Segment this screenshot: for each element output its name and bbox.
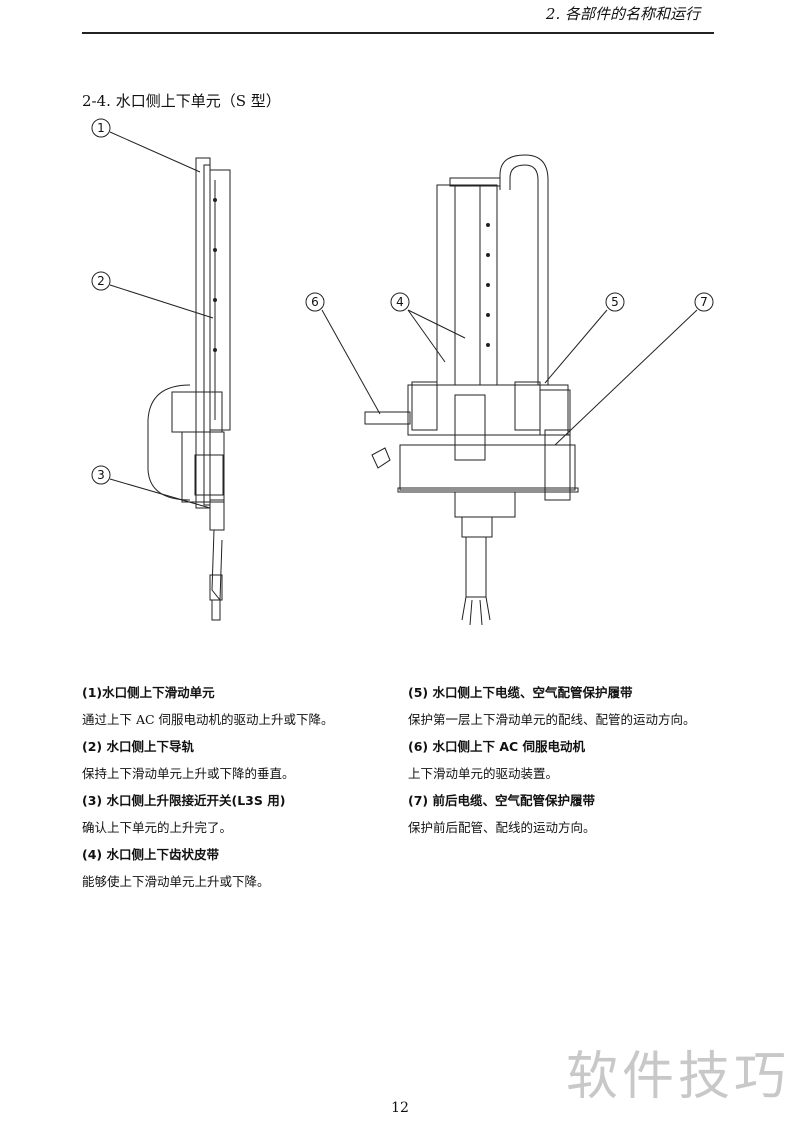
side-view-drawing	[147, 157, 231, 621]
item-5-heading: (5) 水口侧上下电缆、空气配管保护履带	[408, 685, 633, 700]
callout-text: 2	[97, 274, 105, 288]
callout-text: 7	[700, 295, 708, 309]
callout-5	[605, 292, 625, 312]
item-2-heading: (2) 水口侧上下导轨	[82, 739, 194, 754]
item-3-heading: (3) 水口侧上升限接近开关(L3S 用)	[82, 793, 286, 808]
item-1-desc: 通过上下 AC 伺服电动机的驱动上升或下降。	[82, 712, 334, 727]
callout-1	[91, 118, 111, 138]
watermark: 软件技巧	[566, 1047, 791, 1107]
leader-lines	[109, 131, 698, 509]
item-4-heading: (4) 水口侧上下齿状皮带	[82, 847, 219, 862]
item-3-desc: 确认上下单元的上升完了。	[82, 820, 233, 835]
item-6-desc: 上下滑动单元的驱动装置。	[408, 766, 559, 781]
item-7-desc: 保护前后配管、配线的运动方向。	[408, 820, 596, 835]
callout-4	[390, 292, 410, 312]
page-number: 12	[391, 1100, 409, 1116]
item-5-desc: 保护第一层上下滑动单元的配线、配管的运动方向。	[408, 712, 696, 727]
callout-text: 3	[97, 468, 105, 482]
item-7-heading: (7) 前后电缆、空气配管保护履带	[408, 793, 595, 808]
callout-2	[91, 271, 111, 291]
header-rule	[82, 32, 714, 34]
item-1-heading: (1)水口侧上下滑动单元	[82, 685, 215, 700]
front-view-drawing	[364, 154, 579, 626]
callout-6	[305, 292, 325, 312]
item-2-desc: 保持上下滑动单元上升或下降的垂直。	[82, 766, 295, 781]
callout-labels	[91, 118, 714, 485]
callout-text: 1	[97, 121, 105, 135]
item-4-desc: 能够使上下滑动单元上升或下降。	[82, 874, 270, 889]
item-6-heading: (6) 水口侧上下 AC 伺服电动机	[408, 739, 586, 754]
callout-text: 4	[396, 295, 404, 309]
callout-3	[91, 465, 111, 485]
section-title: 2-4. 水口侧上下单元（S 型）	[82, 92, 281, 110]
callout-text: 5	[611, 295, 619, 309]
unit-diagram: 1 2 3 4 5 6 7	[91, 118, 714, 626]
callout-text: 6	[311, 295, 319, 309]
callout-7	[694, 292, 714, 312]
chapter-header: 2. 各部件的名称和运行	[545, 5, 700, 23]
